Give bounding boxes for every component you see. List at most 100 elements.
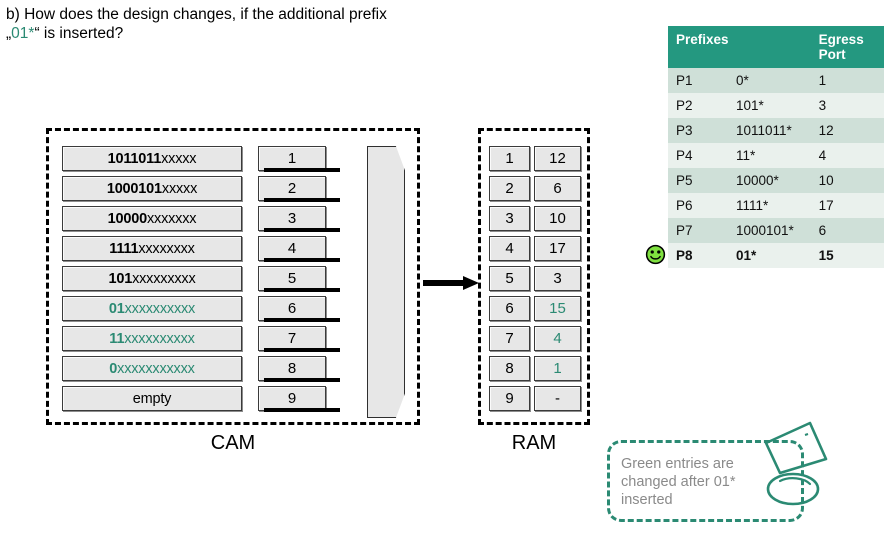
page-title: b) How does the design changes, if the a… xyxy=(6,5,646,43)
prefix-row-pattern: 1011011* xyxy=(728,118,811,143)
header-egress-port: Egress Port xyxy=(810,26,884,68)
cam-wildcard-bits: xxxxxxxxx xyxy=(132,270,196,287)
question-highlight-prefix: 01* xyxy=(11,25,35,42)
cam-wildcard-bits: xxxxxxxxxx xyxy=(124,300,196,317)
ram-index-cell: 1 xyxy=(489,146,530,171)
cam-index-cell: 7 xyxy=(258,326,326,351)
cam-block xyxy=(46,128,420,425)
cam-wildcard-bits: xxxxx xyxy=(161,150,197,167)
ram-index-cell: 6 xyxy=(489,296,530,321)
callout-box xyxy=(607,440,804,522)
header-prefixes: Prefixes xyxy=(668,26,811,68)
smiley-face-icon xyxy=(645,244,666,265)
ram-value-cell: 17 xyxy=(534,236,581,261)
quote-close: “ xyxy=(34,25,40,42)
ram-value-cell: 12 xyxy=(534,146,581,171)
question-line-1: b) How does the design changes, if the a… xyxy=(6,6,387,23)
cam-match-line xyxy=(264,198,340,202)
cam-prefix-bits: 01 xyxy=(108,300,125,317)
cam-wildcard-bits: xxxxxxxxxx xyxy=(124,330,195,347)
cam-wildcard-bits: xxxxxxx xyxy=(146,210,197,227)
cam-wildcard-bits: xxxxxxxxxxx xyxy=(117,360,195,377)
cam-prefix-bits: 0 xyxy=(109,360,118,377)
cam-match-line xyxy=(264,168,340,172)
cam-wildcard-bits: xxxxx xyxy=(161,180,198,197)
ram-value-cell: 4 xyxy=(534,326,581,351)
ram-index-cell: 8 xyxy=(489,356,530,381)
prefix-row-name: P7 xyxy=(668,218,728,243)
prefix-row-pattern: 1111* xyxy=(728,193,811,218)
priority-encoder xyxy=(367,146,405,418)
hand-drawn-doodle-icon xyxy=(764,421,828,506)
prefix-row-pattern: 01* xyxy=(728,243,811,268)
ram-index-cell: 4 xyxy=(489,236,530,261)
prefix-row-name: P1 xyxy=(668,68,728,93)
cam-prefix-bits: 1000101 xyxy=(106,180,162,197)
prefix-row-egress-port: 10 xyxy=(810,168,884,193)
question-line-2-rest: is inserted? xyxy=(39,25,124,42)
prefix-row-name: P5 xyxy=(668,168,728,193)
cam-index-cell: 8 xyxy=(258,356,326,381)
prefix-row-egress-port: 4 xyxy=(810,143,884,168)
cam-match-line xyxy=(264,228,340,232)
cam-match-line xyxy=(264,348,340,352)
prefix-row-egress-port: 6 xyxy=(810,218,884,243)
prefix-row-pattern: 10000* xyxy=(728,168,811,193)
prefix-row-name: P3 xyxy=(668,118,728,143)
ram-label: RAM xyxy=(511,432,557,454)
prefix-row-egress-port: 1 xyxy=(810,68,884,93)
prefix-row-name: P2 xyxy=(668,93,728,118)
cam-match-line xyxy=(264,258,340,262)
cam-label: CAM xyxy=(210,432,256,454)
ram-index-cell: 3 xyxy=(489,206,530,231)
cam-index-cell: 4 xyxy=(258,236,326,261)
prefix-row-pattern: 1000101* xyxy=(728,218,811,243)
ram-index-cell: 7 xyxy=(489,326,530,351)
ram-block xyxy=(478,128,590,425)
ram-index-cell: 9 xyxy=(489,386,530,411)
ram-index-cell: 5 xyxy=(489,266,530,291)
cam-pattern-cell: empty xyxy=(62,386,242,411)
quote-open: „ xyxy=(6,25,12,42)
prefix-row-name: P8 xyxy=(645,243,728,268)
prefix-row-pattern: 11* xyxy=(728,143,811,168)
cam-match-line xyxy=(264,408,340,412)
ram-value-cell: - xyxy=(534,386,581,411)
ram-value-cell: 6 xyxy=(534,176,581,201)
prefix-row-name: P6 xyxy=(668,193,728,218)
cam-prefix-bits: 1011011 xyxy=(107,150,162,167)
cam-prefix-bits: 11 xyxy=(109,330,125,347)
cam-prefix-bits: 1111 xyxy=(109,240,139,257)
ram-value-cell: 1 xyxy=(534,356,581,381)
cam-match-line xyxy=(264,318,340,322)
prefix-row-egress-port: 12 xyxy=(810,118,884,143)
prefix-row-name: P4 xyxy=(668,143,728,168)
cam-match-line xyxy=(264,378,340,382)
cam-prefix-bits: 10000 xyxy=(107,210,148,227)
cam-match-line xyxy=(264,288,340,292)
cam-prefix-bits: 101 xyxy=(108,270,133,287)
ram-value-cell: 3 xyxy=(534,266,581,291)
callout-text: Green entries are changed after 01* inse… xyxy=(621,456,736,508)
ram-value-cell: 10 xyxy=(534,206,581,231)
cam-wildcard-bits: xxxxxxxx xyxy=(138,240,195,257)
ram-index-cell: 2 xyxy=(489,176,530,201)
